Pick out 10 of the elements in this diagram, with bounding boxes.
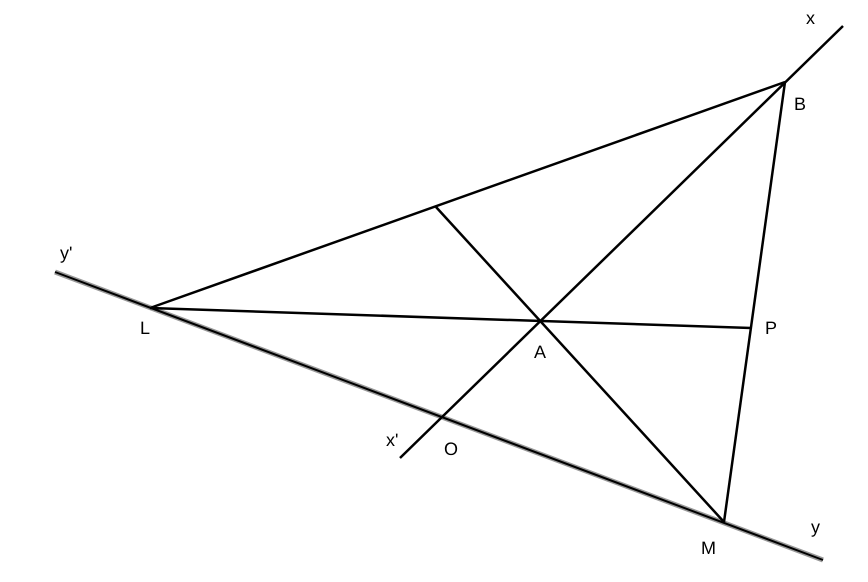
point-label: L (140, 318, 150, 338)
point-label: x (806, 8, 815, 28)
point-label: y (811, 517, 820, 537)
point-label: P (765, 318, 778, 338)
point-label: M (701, 538, 716, 558)
point-label: O (444, 439, 458, 459)
point-label: y' (60, 243, 72, 263)
point-label: A (534, 342, 546, 362)
point-label: B (794, 94, 806, 114)
point-label: x' (386, 430, 398, 450)
